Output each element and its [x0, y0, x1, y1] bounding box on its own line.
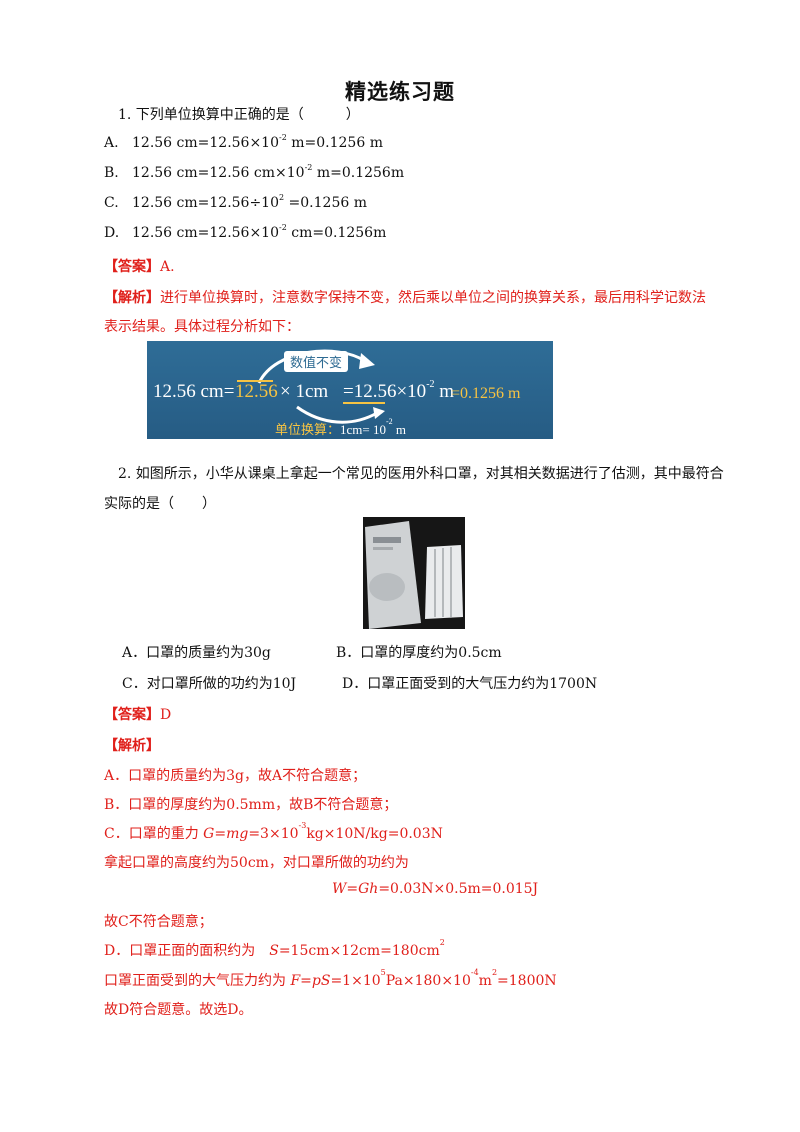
q2-option-d: D．口罩正面受到的大气压力约为1700N: [342, 676, 598, 692]
expr-part3: × 1cm: [280, 381, 329, 402]
q2-analysis-label: 【解析】: [104, 738, 160, 754]
q2-analysis-c2: 拿起口罩的高度约为50cm，对口罩所做的功约为: [104, 855, 409, 871]
q2-option-c: C．对口罩所做的功约为10J: [122, 676, 297, 692]
q2-analysis-b: B．口罩的厚度约为0.5mm，故B不符合题意；: [104, 797, 398, 813]
q2-analysis-d3: 故D符合题意。故选D。: [104, 1002, 253, 1018]
answer-value: D: [160, 707, 172, 723]
q2-analysis-d: D．口罩正面的面积约为 S=15cm×12cm=180cm2: [104, 938, 445, 960]
bottom-arrow-curve: [296, 405, 378, 424]
option-text: cm=0.1256m: [286, 225, 387, 241]
option-letter: B.: [104, 165, 119, 181]
exponent: -3: [298, 821, 307, 830]
mask-photo-illustration: [363, 517, 465, 629]
option-letter: D.: [104, 225, 120, 241]
package-print: [369, 573, 405, 601]
analysis-text: m: [478, 973, 492, 989]
q2-option-a: A．口罩的质量约为30g: [122, 645, 271, 661]
option-text: m=0.1256 m: [286, 135, 383, 151]
analysis-text: D．口罩正面的面积约为: [104, 943, 270, 959]
answer-label: 【答案】: [104, 707, 160, 723]
package-label: [373, 547, 393, 550]
exponent: 2: [439, 938, 445, 947]
expr-result: =0.1256 m: [451, 385, 521, 402]
bottom-caption: 单位换算：1cm= 10-2 m: [275, 417, 407, 438]
exponent: 2: [279, 193, 285, 202]
q1-analysis-line2: 表示结果。具体过程分析如下：: [104, 319, 300, 335]
analysis-text: =1×10: [330, 973, 381, 989]
exponent: 5: [380, 968, 386, 977]
mask-photo: [363, 517, 465, 629]
q1-option-c: C. 12.56 cm=12.56÷102 =0.1256 m: [104, 193, 367, 211]
analysis-text: 口罩正面受到的大气压力约为: [104, 973, 291, 989]
package-label: [373, 537, 401, 543]
formula: W=Gh: [332, 881, 379, 897]
expr-part4-text: =12.56×10: [343, 381, 427, 402]
exponent: -2: [279, 223, 287, 232]
option-text: 12.56 cm=12.56×10: [132, 135, 279, 151]
formula: F=pS: [290, 973, 331, 989]
exponent: -4: [470, 968, 479, 977]
analysis-text: =0.03N×0.5m=0.015J: [378, 881, 539, 897]
analysis-label: 【解析】: [104, 290, 160, 306]
q2-analysis-a: A．口罩的质量约为3g，故A不符合题意；: [104, 768, 367, 784]
page-title: 精选练习题: [345, 79, 455, 104]
q2-option-b: B．口罩的厚度约为0.5cm: [336, 645, 502, 661]
exponent: -2: [385, 417, 393, 426]
analysis-text: =3×10: [248, 826, 299, 842]
option-text: =0.1256 m: [284, 195, 367, 211]
option-letter: A.: [104, 135, 119, 151]
q2-analysis-c: C．口罩的重力 G=mg=3×10-3kg×10N/kg=0.03N: [104, 821, 443, 843]
option-letter: C.: [104, 195, 119, 211]
q2-stem-line1: 2. 如图所示，小华从课桌上拿起一个常见的医用外科口罩，对其相关数据进行了估测，…: [118, 466, 724, 482]
analysis-text: C．口罩的重力: [104, 826, 204, 842]
q2-answer: 【答案】D: [104, 704, 171, 724]
analysis-text: 进行单位换算时，注意数字保持不变，然后乘以单位之间的换算关系，最后用科学记数法: [160, 290, 706, 306]
exponent: 2: [491, 968, 498, 977]
top-arrowhead-icon: [359, 353, 375, 369]
q1-answer: 【答案】A.: [104, 256, 175, 276]
q2-stem-line2: 实际的是（ ）: [104, 496, 216, 512]
exponent: -2: [279, 133, 287, 142]
q1-stem: 1. 下列单位换算中正确的是（ ）: [118, 107, 360, 123]
q2-analysis-c4: 故C不符合题意；: [104, 914, 213, 930]
bottom-label: 单位换算：: [275, 423, 341, 438]
q2-analysis-c3: W=Gh=0.03N×0.5m=0.015J: [332, 881, 538, 897]
bottom-unit: m: [392, 422, 407, 437]
expr-part1: 12.56 cm=: [153, 381, 235, 402]
answer-value: A.: [160, 259, 175, 275]
q1-option-a: A. 12.56 cm=12.56×10-2 m=0.1256 m: [104, 133, 383, 151]
exponent: -2: [426, 379, 435, 390]
option-text: 12.56 cm=12.56×10: [132, 225, 279, 241]
option-text: m=0.1256m: [312, 165, 405, 181]
exponent: -2: [304, 163, 313, 172]
analysis-text: kg×10N/kg=0.03N: [306, 826, 443, 842]
expr-part5: m: [434, 381, 455, 402]
q1-option-b: B. 12.56 cm=12.56 cm×10-2 m=0.1256m: [104, 163, 405, 181]
expr-part2: 12.56: [235, 381, 278, 402]
bottom-value: 1cm= 10: [340, 422, 386, 437]
bottom-arrowhead-icon: [373, 407, 385, 419]
analysis-text: Pa×180×10: [385, 973, 471, 989]
expr-part4: =12.56×10-2 m: [343, 379, 455, 403]
unit-conversion-diagram: 数值不变 12.56 cm= 12.56 × 1cm =12.56×10-2 m…: [147, 341, 553, 439]
formula: S: [269, 943, 279, 959]
option-text: 12.56 cm=12.56 cm×10: [132, 165, 305, 181]
answer-label: 【答案】: [104, 259, 160, 275]
option-text: 12.56 cm=12.56÷10: [132, 195, 279, 211]
top-badge: 数值不变: [284, 351, 349, 372]
q1-option-d: D. 12.56 cm=12.56×10-2 cm=0.1256m: [104, 223, 387, 241]
analysis-text: =1800N: [497, 973, 557, 989]
q1-analysis-line1: 【解析】进行单位换算时，注意数字保持不变，然后乘以单位之间的换算关系，最后用科学…: [104, 287, 706, 307]
q2-analysis-d2: 口罩正面受到的大气压力约为 F=pS=1×105Pa×180×10-4m2=18…: [104, 968, 557, 990]
analysis-text: =15cm×12cm=180cm: [278, 943, 440, 959]
formula: G=mg: [203, 826, 249, 842]
